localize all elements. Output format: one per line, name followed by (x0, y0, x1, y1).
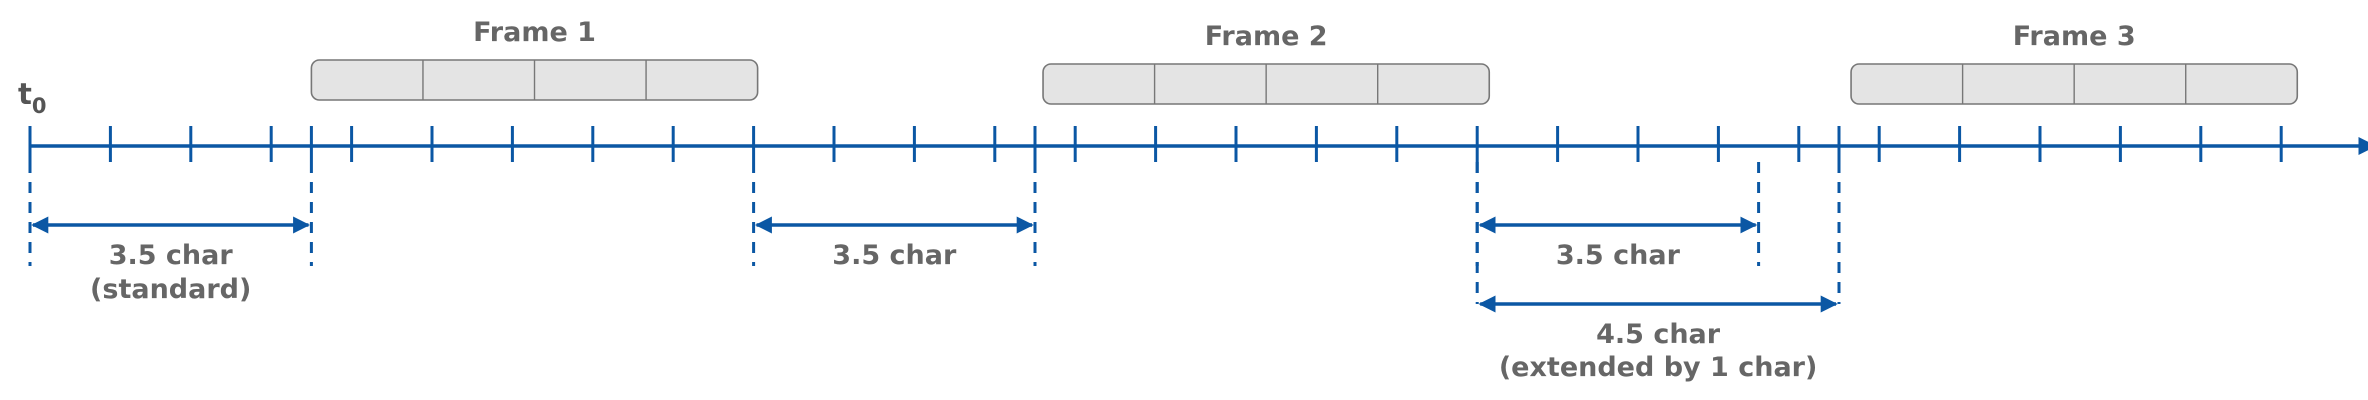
interval-4: 4.5 char(extended by 1 char) (1475, 162, 1841, 383)
time-origin-label: t0 (18, 77, 47, 118)
frame-label: Frame 2 (1205, 21, 1328, 52)
time-origin-main: t (18, 77, 32, 111)
interval-2: 3.5 char (752, 162, 1037, 271)
interval-sublabel: (standard) (90, 274, 251, 305)
interval-label: 3.5 char (1556, 240, 1681, 271)
time-origin-subscript: 0 (32, 94, 47, 118)
interval-label: 3.5 char (109, 240, 234, 271)
frames-layer: Frame 1 Frame 2 Frame 3 (310, 17, 2299, 105)
frame-1: Frame 1 (310, 17, 759, 101)
frame-label: Frame 1 (473, 17, 596, 48)
interval-label: 4.5 char (1596, 319, 1721, 350)
frame-label: Frame 3 (2013, 21, 2136, 52)
frame-3: Frame 3 (1850, 21, 2299, 105)
time-axis (28, 126, 2368, 162)
interval-3: 3.5 char (1475, 162, 1761, 271)
interval-1: 3.5 char(standard) (28, 162, 313, 305)
interval-sublabel: (extended by 1 char) (1499, 352, 1818, 383)
frame-2: Frame 2 (1042, 21, 1491, 105)
interval-label: 3.5 char (832, 240, 957, 271)
